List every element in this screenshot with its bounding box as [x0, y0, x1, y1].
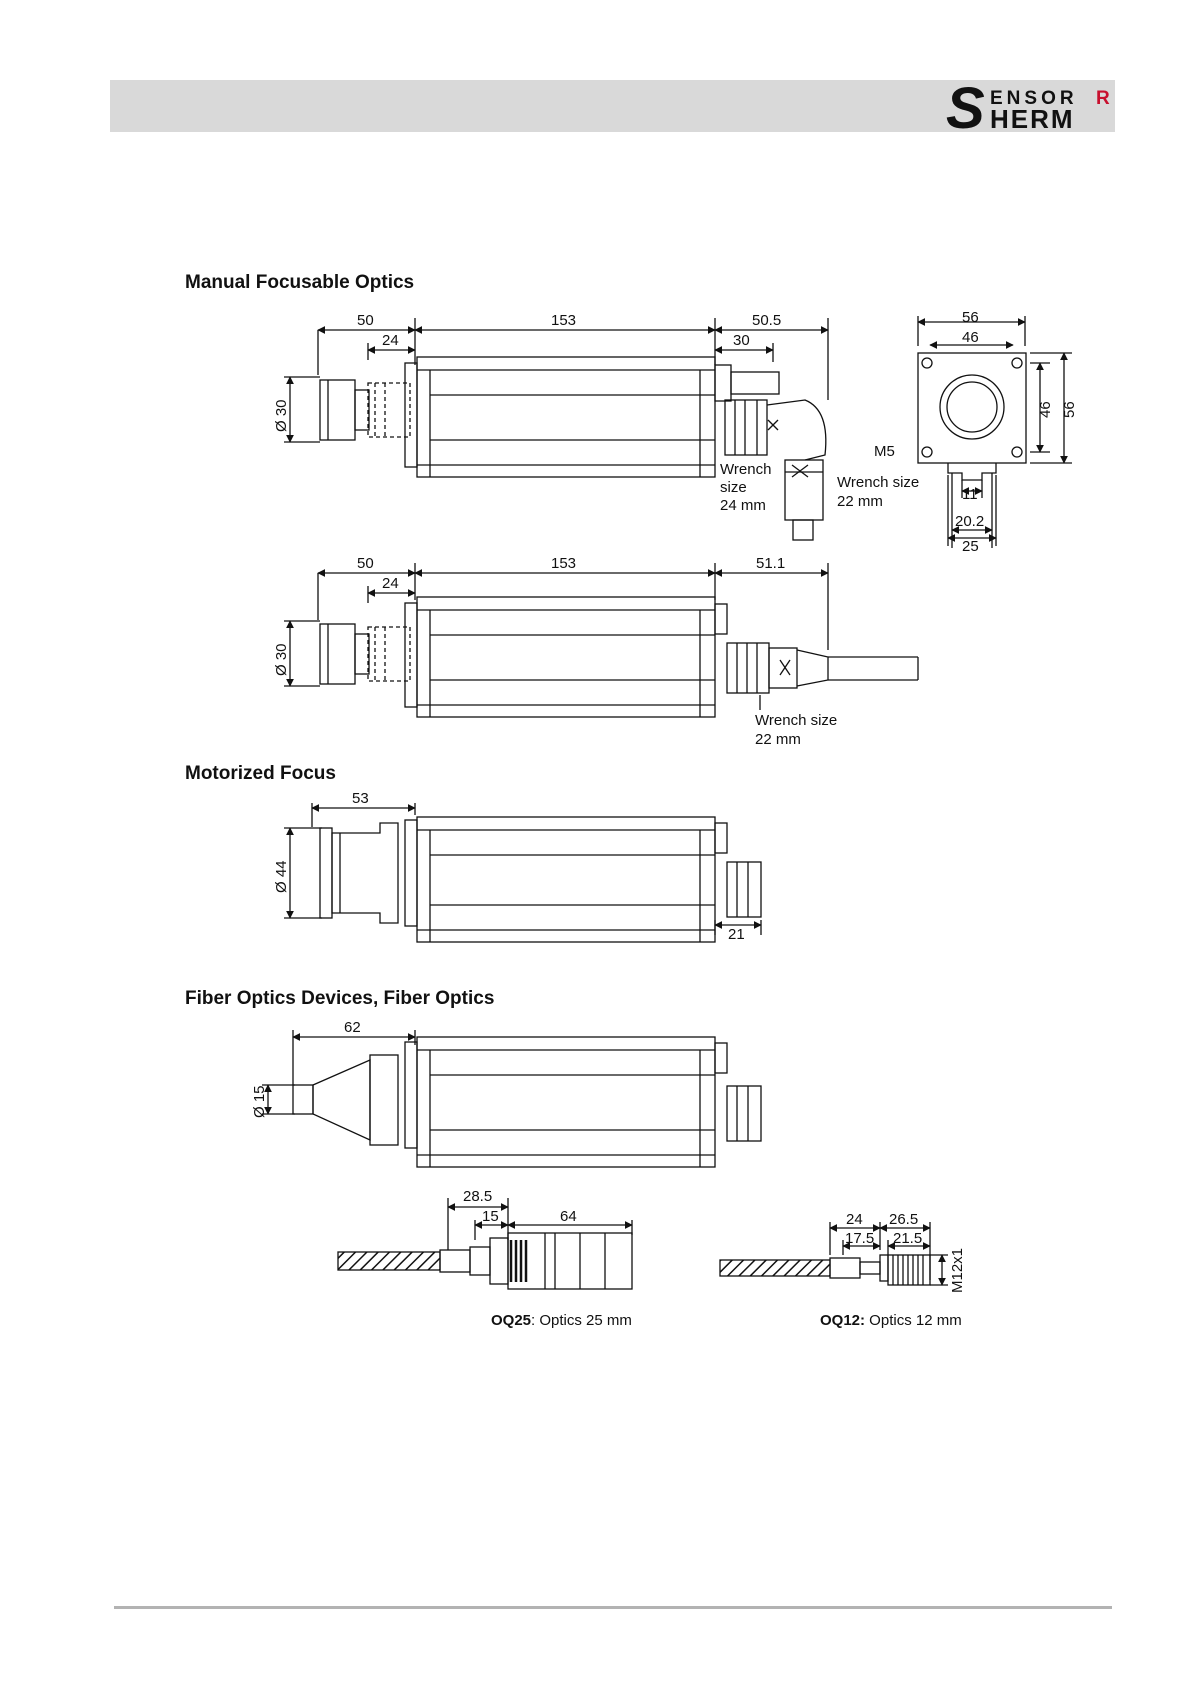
- motor-dim-dia-44: Ø 44: [273, 860, 290, 893]
- wrench2-line1: Wrench size: [755, 712, 837, 729]
- drawing-front-view: [917, 316, 1072, 548]
- dim2-50: 50: [357, 555, 374, 572]
- logo-accent: R: [1096, 88, 1110, 109]
- drawing-manual-angled: [284, 318, 829, 541]
- front-dim-11: 11: [962, 486, 978, 503]
- section-title-manual: Manual Focusable Optics: [185, 272, 415, 293]
- dim-dia-30: Ø 30: [273, 399, 290, 432]
- section-title-fiber: Fiber Optics Devices, Fiber Optics: [185, 988, 495, 1009]
- oq12-dim-21-5: 21.5: [893, 1230, 922, 1247]
- oq25-caption: OQ25: Optics 25 mm: [491, 1312, 632, 1329]
- logo-bottom-text: HERM: [990, 104, 1075, 132]
- oq12-caption: OQ12: Optics 12 mm: [820, 1312, 962, 1329]
- sensortherm-logo: S ENSOR R HERM: [946, 80, 1110, 132]
- front-dim-56-v: 56: [1061, 401, 1078, 418]
- wrench-left-line1: Wrench: [720, 461, 771, 478]
- oq25-dim-64: 64: [560, 1208, 577, 1225]
- oq12-dim-17-5: 17.5: [845, 1230, 874, 1247]
- drawing-manual-straight: [284, 563, 919, 718]
- dim-50-5: 50.5: [752, 312, 781, 329]
- oq25-dim-15: 15: [482, 1208, 499, 1225]
- front-dim-46: 46: [962, 329, 979, 346]
- dim2-153: 153: [551, 555, 576, 572]
- dim2-dia-30: Ø 30: [273, 643, 290, 676]
- front-dim-25: 25: [962, 538, 979, 555]
- wrench-left-line3: 24 mm: [720, 497, 766, 514]
- footer-rule: [114, 1606, 1112, 1609]
- logo-top-text: ENSOR: [990, 88, 1078, 109]
- oq25-dim-28-5: 28.5: [463, 1188, 492, 1205]
- wrench2-line2: 22 mm: [755, 731, 801, 748]
- front-dim-20-2: 20.2: [955, 513, 984, 530]
- motor-dim-53: 53: [352, 790, 369, 807]
- dim-153: 153: [551, 312, 576, 329]
- drawing-oq25: [337, 1198, 633, 1290]
- fiber-dim-dia-15: Ø 15: [251, 1085, 268, 1118]
- dim-50: 50: [357, 312, 374, 329]
- oq12-dim-24: 24: [846, 1211, 863, 1228]
- header-bar: [110, 80, 1115, 132]
- section-title-motorized: Motorized Focus: [185, 763, 336, 784]
- front-label-m5: M5: [874, 443, 895, 460]
- dim2-24: 24: [382, 575, 399, 592]
- front-dim-56: 56: [962, 309, 979, 326]
- wrench-left-line2: size: [720, 479, 747, 496]
- drawing-oq12: [719, 1222, 948, 1286]
- dim-24: 24: [382, 332, 399, 349]
- oq12-dim-m12x1: M12x1: [949, 1248, 966, 1293]
- motor-dim-21: 21: [728, 926, 745, 943]
- dim2-51-1: 51.1: [756, 555, 785, 572]
- drawing-motorized: [284, 803, 762, 943]
- wrench-right-line2: 22 mm: [837, 493, 883, 510]
- logo-initial: S: [946, 80, 985, 132]
- wrench-right-line1: Wrench size: [837, 474, 919, 491]
- drawing-fiber-device: [262, 1030, 762, 1168]
- front-dim-46-v: 46: [1037, 401, 1054, 418]
- dim-30: 30: [733, 332, 750, 349]
- oq12-dim-26-5: 26.5: [889, 1211, 918, 1228]
- fiber-dim-62: 62: [344, 1019, 361, 1036]
